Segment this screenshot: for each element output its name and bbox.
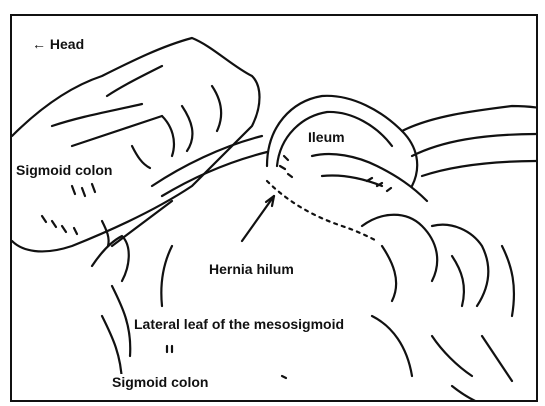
head-text: Head (50, 36, 84, 52)
orientation-head-label: ← Head (32, 36, 84, 52)
sigmoid-colon-upper-label: Sigmoid colon (16, 162, 112, 178)
hilum-pointer-arrow (242, 196, 274, 241)
hernia-hilum-label: Hernia hilum (209, 261, 294, 277)
sigmoid-colon-upper-outline (12, 38, 260, 251)
ileum-label: Ileum (308, 129, 345, 145)
figure-frame: ← Head Sigmoid colon Ileum Hernia hilum … (10, 14, 538, 402)
left-arrow-icon: ← (32, 36, 46, 52)
anatomical-line-drawing (12, 16, 538, 402)
sigmoid-colon-lower-label: Sigmoid colon (112, 374, 208, 390)
lateral-leaf-label: Lateral leaf of the mesosigmoid (134, 316, 344, 332)
